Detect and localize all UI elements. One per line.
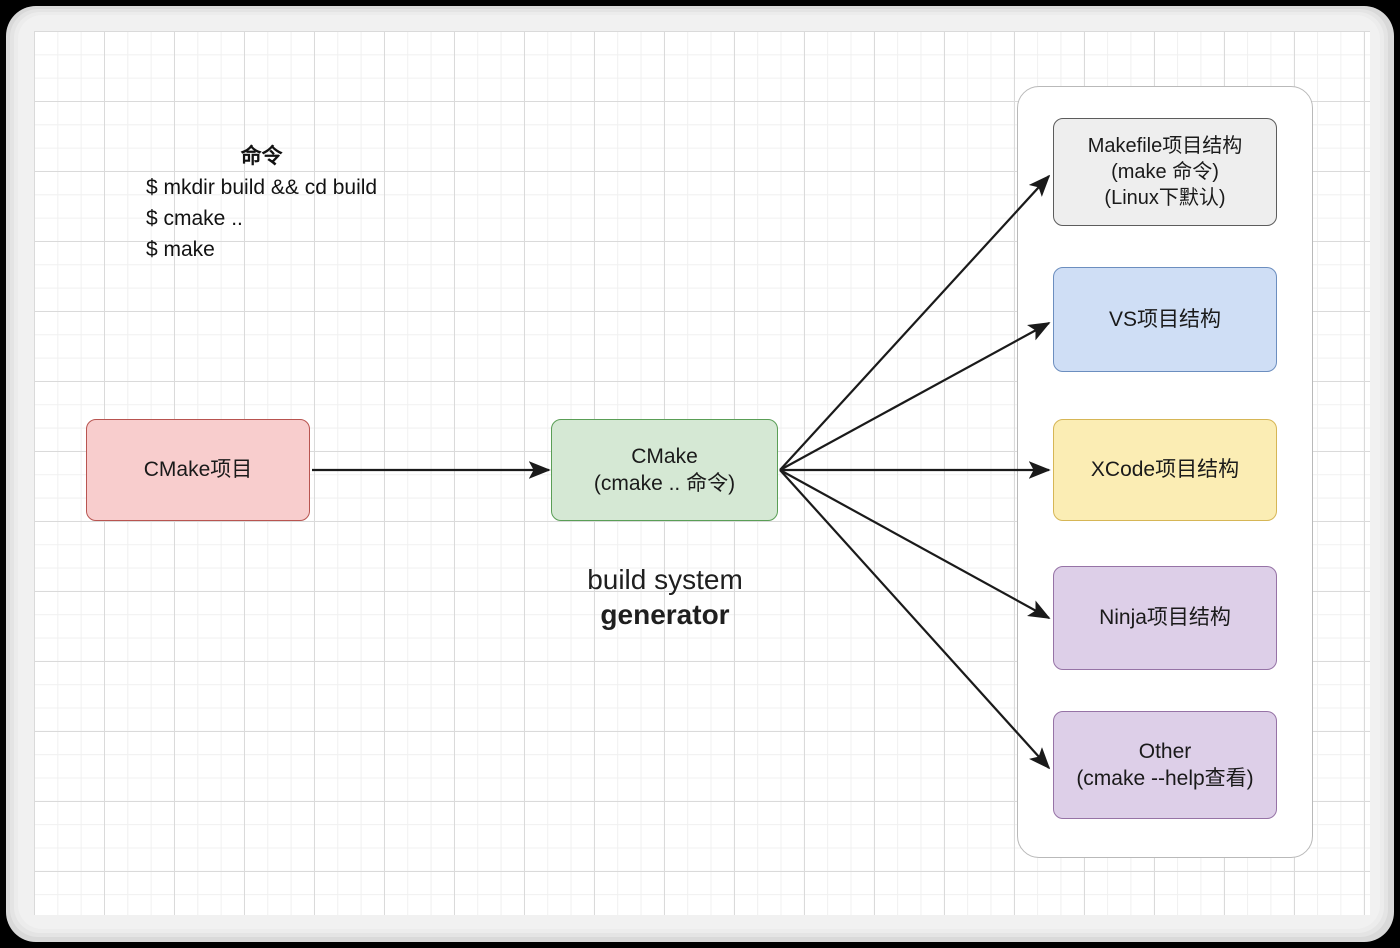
command-line-2: $ cmake .. bbox=[146, 207, 243, 231]
node-cmake-project[interactable]: CMake项目 bbox=[86, 419, 310, 521]
node-other-generators[interactable]: Other (cmake --help查看) bbox=[1053, 711, 1277, 819]
generator-caption-line1: build system bbox=[587, 564, 743, 595]
node-vs-project-structure[interactable]: VS项目结构 bbox=[1053, 267, 1277, 372]
node-ninja-project-structure[interactable]: Ninja项目结构 bbox=[1053, 566, 1277, 670]
node-makefile-project-structure[interactable]: Makefile项目结构 (make 命令) (Linux下默认) bbox=[1053, 118, 1277, 226]
command-block-title: 命令 bbox=[240, 145, 283, 168]
generator-caption: build system generator bbox=[540, 562, 790, 632]
command-line-1: $ mkdir build && cd build bbox=[146, 176, 378, 199]
node-xcode-project-structure[interactable]: XCode项目结构 bbox=[1053, 419, 1277, 521]
node-cmake-generator[interactable]: CMake (cmake .. 命令) bbox=[551, 419, 778, 521]
command-line-3: $ make bbox=[146, 238, 215, 262]
command-block: 命令 $ mkdir build && cd build $ cmake .. … bbox=[146, 140, 377, 265]
generator-caption-line2: generator bbox=[600, 599, 730, 630]
